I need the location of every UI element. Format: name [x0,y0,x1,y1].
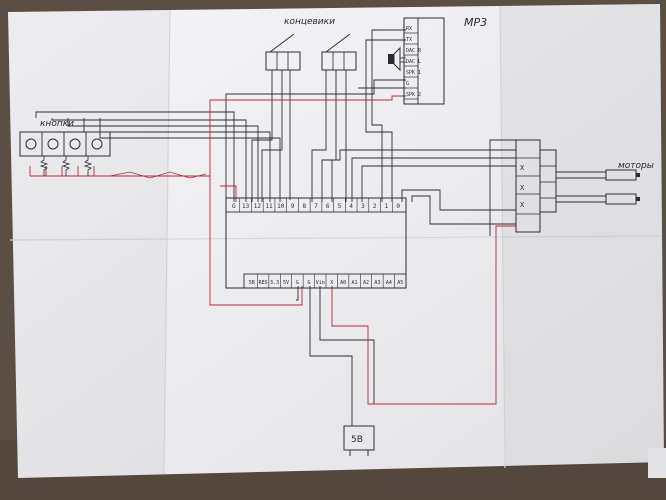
mp3-pin-label: DAC L [406,59,421,65]
board-bottom-pin-label: A2 [363,280,369,286]
motors-label: моторы [618,161,654,171]
mp3-pin-label: TX [406,37,412,43]
power-label: 5В [351,435,363,445]
board-bottom-pin-label: A0 [340,280,346,286]
paper-sheet [8,4,664,478]
board-top-pin-label: G [232,203,236,210]
buttons-label: кнопки [40,119,74,129]
mp3-pin-label: SPK 2 [406,92,421,98]
board-top-pin-label: 8 [302,203,306,210]
limit-switch-2 [321,51,357,71]
board-top-pin-label: 0 [396,203,400,210]
button-2 [47,138,59,150]
board-bottom-pin-label: G [307,280,310,286]
board-bottom-pin-label: A4 [386,280,392,286]
board-top-pin-label: 1 [385,203,389,210]
buttons-block: кнопки [19,119,207,179]
button-4 [91,138,103,150]
driver-pin-label: X [520,201,525,209]
board-bottom-pin-label: Vin [316,280,325,286]
mp3-label: MP3 [464,16,487,29]
driver-pin-label: X [520,184,525,192]
board-bottom-pin-label: A1 [352,280,358,286]
board-bottom-pin-label: RES [259,280,268,286]
wires-ink [35,29,606,426]
board-top-pin-label: 3 [361,203,365,210]
board-bottom-pin-label: 3.3 [270,280,279,286]
board-top-pin-label: 5 [338,203,342,210]
speaker-icon [388,54,394,64]
board-top-pin-label: 10 [277,203,285,210]
limit-switch-1 [265,51,301,71]
mp3-module: MP3 RX TX DAC R DAC L SPK 1 G SPK 2 [388,16,487,105]
board-bottom-pin-label: 5В [249,280,255,286]
mp3-pin-label: RX [406,26,412,32]
board-top-pin-label: 2 [373,203,377,210]
board-top-pin-label: 11 [265,203,273,210]
board-bottom-pin-label: 5V [283,280,289,286]
button-1 [25,138,37,150]
table-object [648,448,666,478]
board-top-pin-label: 13 [242,203,250,210]
wires-red [29,95,516,405]
mp3-pin-label: SPK 1 [406,70,421,76]
board-bottom-pin-label: A3 [374,280,380,286]
mp3-pin-label: DAC R [406,48,422,54]
board-top-pin-label: 9 [291,203,295,210]
mp3-pin-label: G [406,81,409,87]
board-top-pin-label: 12 [254,203,262,210]
motor-driver: X X X [515,139,557,233]
driver-pin-label: X [520,164,525,172]
board-top-pin-label: 4 [349,203,353,210]
board-bottom-pin-label: G [296,280,299,286]
button-3 [69,138,81,150]
board-bottom-pin-label: A5 [397,280,403,286]
board-top-pin-label: 6 [326,203,330,210]
limit-switches-label: концевики [284,17,335,27]
power-supply: 5В [343,425,375,456]
limit-switches: концевики [265,17,357,71]
board-bottom-pin-label: X [330,280,333,286]
motors: моторы [605,161,654,205]
board-top-pin-label: 7 [314,203,318,210]
